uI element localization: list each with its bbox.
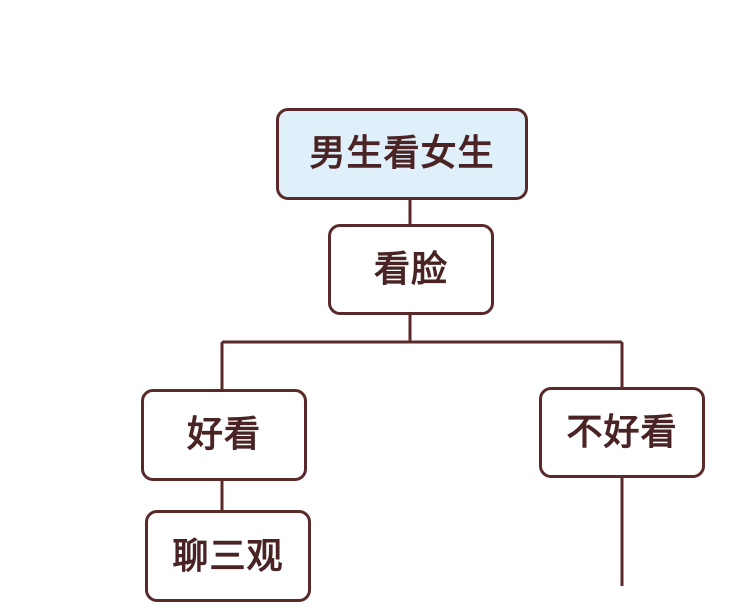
node-root: 男生看女生 [276, 108, 528, 200]
node-discuss-values: 聊三观 [145, 510, 311, 602]
node-root-label: 男生看女生 [309, 133, 495, 174]
node-good-looking: 好看 [141, 389, 307, 481]
node-look-at-face-label: 看脸 [373, 248, 448, 290]
node-look-at-face: 看脸 [328, 224, 494, 315]
connector-lines [220, 198, 624, 586]
node-not-good-looking-label: 不好看 [566, 411, 678, 453]
node-good-looking-label: 好看 [186, 414, 261, 455]
node-not-good-looking: 不好看 [539, 387, 705, 478]
node-discuss-values-label: 聊三观 [172, 536, 284, 577]
